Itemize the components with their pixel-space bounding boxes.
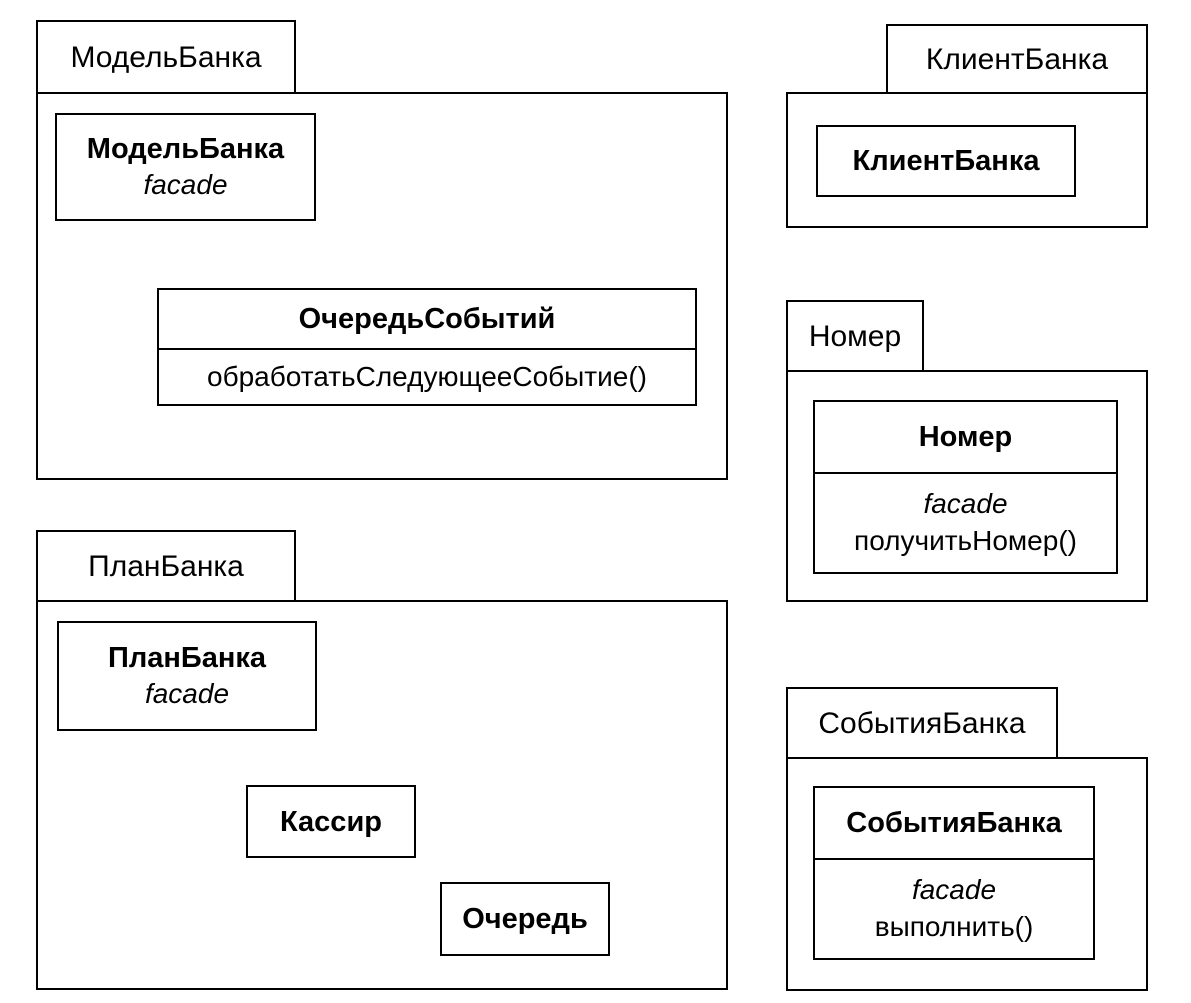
package-tab-number: Номер — [786, 300, 924, 372]
class-stereotype: facade — [144, 678, 230, 709]
class-model-facade: МодельБанка facade — [55, 113, 316, 221]
class-name: СобытияБанка — [846, 807, 1062, 839]
class-number: Номер facade получитьНомер() — [813, 400, 1118, 574]
class-events: СобытияБанка facade выполнить() — [813, 786, 1095, 960]
package-label-events: СобытияБанка — [818, 707, 1026, 740]
class-stereotype: facade — [143, 169, 228, 200]
class-operations-compartment: facade выполнить() — [815, 860, 1093, 958]
class-operation: выполнить() — [874, 911, 1034, 942]
class-stereotype: facade — [911, 874, 997, 905]
class-name: Очередь — [462, 903, 588, 935]
package-tab-client: КлиентБанка — [886, 24, 1148, 94]
class-name: Кассир — [280, 805, 382, 838]
package-label-client: КлиентБанка — [925, 43, 1109, 76]
class-event-queue: ОчередьСобытий обработатьСледующееСобыти… — [157, 288, 697, 406]
class-name: ОчередьСобытий — [298, 303, 556, 335]
class-name-compartment: Номер — [815, 402, 1116, 474]
class-cashier: Кассир — [246, 785, 416, 858]
package-tab-model: МодельБанка — [36, 20, 296, 94]
class-name: Номер — [918, 421, 1013, 453]
class-queue: Очередь — [440, 882, 610, 956]
package-label-model: МодельБанка — [70, 41, 262, 74]
class-operation: обработатьСледующееСобытие() — [207, 361, 647, 392]
class-name: ПланБанка — [107, 642, 267, 674]
package-label-number: Номер — [808, 320, 902, 353]
class-name-compartment: СобытияБанка — [815, 788, 1093, 860]
class-name: КлиентБанка — [852, 145, 1040, 177]
class-stereotype: facade — [923, 488, 1008, 519]
class-operations-compartment: facade получитьНомер() — [815, 474, 1116, 572]
class-plan-facade: ПланБанка facade — [57, 621, 317, 731]
package-tab-plan: ПланБанка — [36, 530, 296, 602]
package-tab-events: СобытияБанка — [786, 687, 1058, 759]
class-client: КлиентБанка — [816, 125, 1076, 197]
class-operations-compartment: обработатьСледующееСобытие() — [159, 350, 695, 404]
package-label-plan: ПланБанка — [88, 550, 244, 583]
class-operation: получитьНомер() — [854, 525, 1077, 556]
class-name: МодельБанка — [86, 133, 285, 165]
class-name-compartment: ОчередьСобытий — [159, 290, 695, 350]
